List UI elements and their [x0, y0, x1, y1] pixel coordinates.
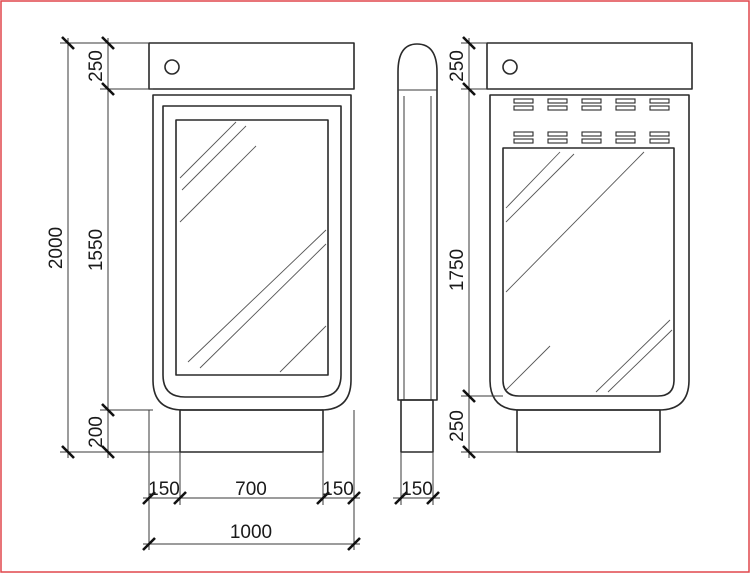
vent-slot [547, 105, 568, 111]
vent-slot [615, 131, 636, 137]
side-outline [397, 43, 438, 401]
vent-slot [615, 105, 636, 111]
front-glass-reflections [179, 121, 327, 373]
label-total-height: 2000 [46, 227, 67, 269]
vent-slot [513, 105, 534, 111]
vent-slot [649, 138, 670, 144]
vent-slot [547, 138, 568, 144]
back-glass-reflections [505, 151, 673, 393]
dim-tick [462, 389, 476, 403]
back-base [516, 409, 661, 453]
label-front-base-height: 200 [86, 416, 107, 448]
vent-slot [581, 98, 602, 104]
back-view [486, 42, 693, 453]
dim-tick [462, 445, 476, 459]
glass-reflection [199, 243, 327, 369]
vent-slot [581, 131, 602, 137]
vent-slot [649, 98, 670, 104]
label-right-margin-width: 150 [322, 479, 354, 500]
vent-slot [547, 131, 568, 137]
back-glass-panel [502, 147, 675, 397]
back-vents [513, 98, 670, 144]
vent-slot [615, 98, 636, 104]
side-base [400, 399, 434, 453]
label-left-margin-width: 150 [148, 479, 180, 500]
label-panel-width: 700 [235, 479, 267, 500]
dim-tick [101, 36, 115, 50]
dim-tick [142, 491, 156, 505]
dim-tick [101, 445, 115, 459]
side-view [397, 43, 438, 453]
front-glass-panel [175, 119, 329, 376]
dim-tick [394, 491, 408, 505]
vent-slot [649, 105, 670, 111]
glass-reflection [607, 329, 673, 393]
front-base [179, 409, 324, 453]
dim-tick [462, 36, 476, 50]
dimensions [60, 36, 517, 551]
dim-tick [101, 82, 115, 96]
glass-reflection [505, 151, 561, 209]
dim-tick [316, 491, 330, 505]
front-inner-frame [162, 105, 342, 398]
back-header-circle [502, 59, 518, 75]
dim-tick [347, 537, 361, 551]
vent-slot [513, 138, 534, 144]
front-view [148, 42, 355, 453]
dim-tick [61, 445, 75, 459]
dimension-labels: 2000 250 1550 200 150 700 150 1000 150 2… [46, 50, 468, 543]
back-header-box [486, 42, 693, 90]
glass-reflection [505, 345, 551, 391]
front-body-outline [152, 94, 352, 411]
glass-reflection [595, 319, 671, 393]
glass-reflection [179, 121, 237, 179]
label-back-panel-height: 1750 [447, 249, 468, 291]
label-front-panel-height: 1550 [86, 229, 107, 271]
label-side-depth: 150 [401, 479, 433, 500]
label-back-top-band: 250 [447, 50, 468, 82]
front-header-box [148, 42, 355, 90]
dim-tick [173, 491, 187, 505]
vent-slot [649, 131, 670, 137]
glass-reflection [279, 325, 327, 373]
glass-reflection [505, 151, 645, 293]
dim-tick [61, 36, 75, 50]
vent-slot [513, 131, 534, 137]
glass-reflection [505, 153, 575, 223]
glass-reflection [181, 125, 247, 191]
dim-tick [142, 537, 156, 551]
front-header-circle [164, 59, 180, 75]
vent-slot [581, 138, 602, 144]
vent-slot [615, 138, 636, 144]
vent-slot [581, 105, 602, 111]
vent-slot [547, 98, 568, 104]
dim-tick [347, 491, 361, 505]
dim-tick [101, 403, 115, 417]
label-front-top-band: 250 [86, 50, 107, 82]
glass-reflection [179, 145, 257, 223]
vent-slot [513, 98, 534, 104]
dim-tick [462, 82, 476, 96]
label-total-width: 1000 [230, 522, 272, 543]
label-back-base-height: 250 [447, 410, 468, 442]
dim-tick [426, 491, 440, 505]
glass-reflection [187, 229, 327, 363]
